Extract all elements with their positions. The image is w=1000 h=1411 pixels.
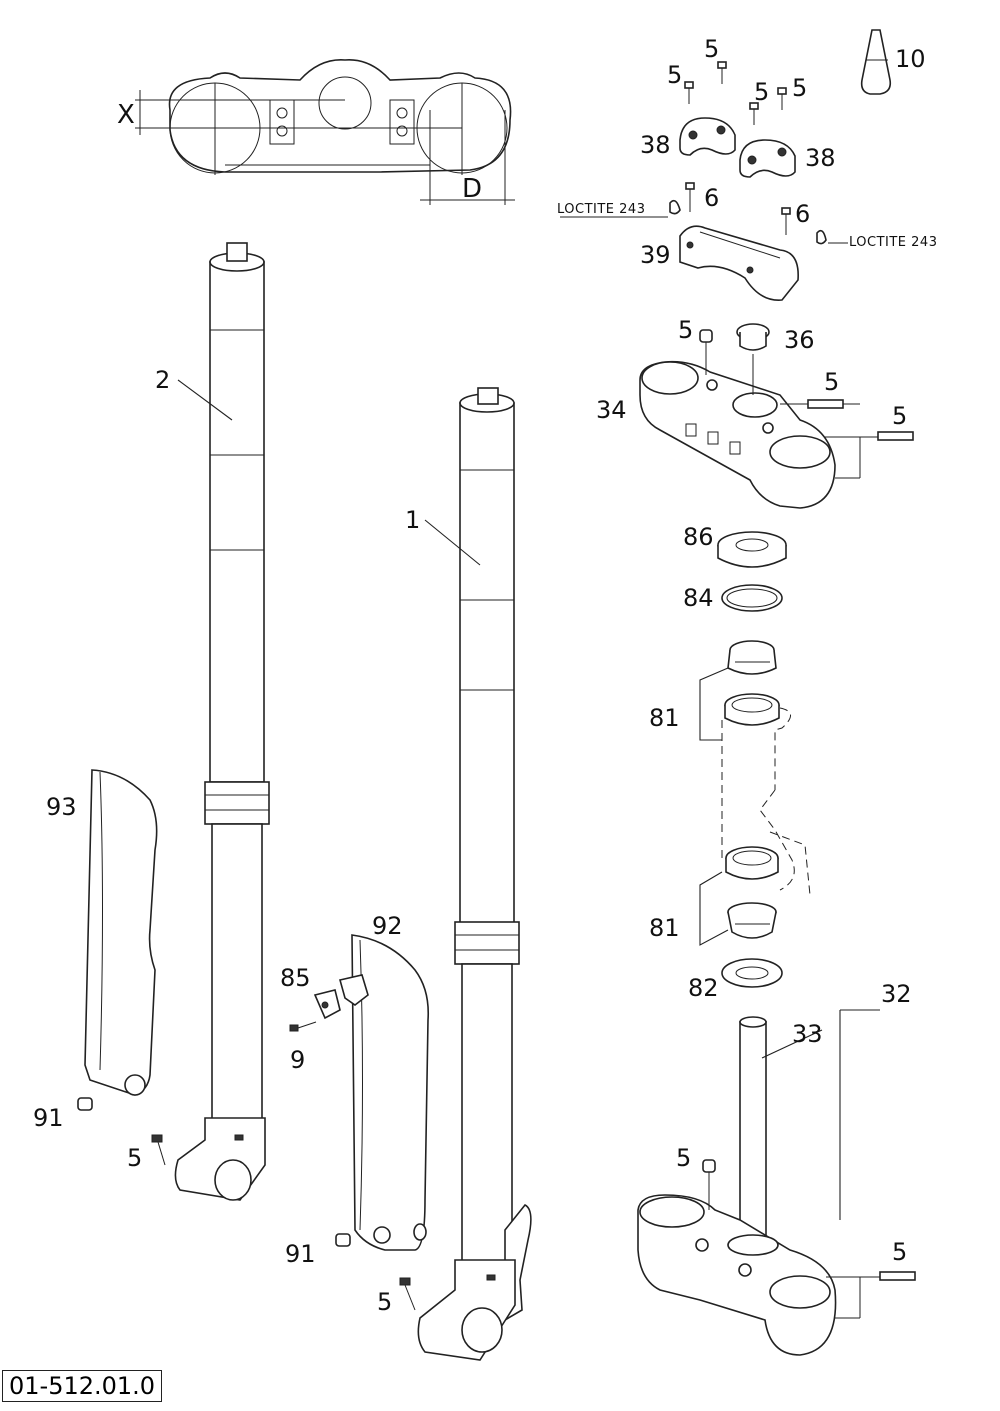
part-label-1: 1 [405,506,421,534]
part-label-2: 2 [155,366,171,394]
lower-seal [721,958,783,988]
bolts-6 [560,182,848,245]
part-label-5-h: 5 [676,1144,692,1172]
upper-triple-clamp [639,323,914,509]
part-label-85: 85 [280,964,311,992]
part-label-5-a: 5 [704,35,720,63]
part-label-6-a: 6 [704,184,720,212]
part-label-91-b: 91 [285,1240,316,1268]
small-hardware [77,1021,416,1311]
part-label-5-j: 5 [127,1144,143,1172]
part-label-33: 33 [792,1020,823,1048]
fork-leg-left [174,242,270,1201]
part-label-32: 32 [881,980,912,1008]
part-label-5-e: 5 [678,316,694,344]
handlebar-clamp-upper [679,117,796,178]
part-label-6-b: 6 [795,200,811,228]
part-label-93: 93 [46,793,77,821]
part-label-5-g: 5 [892,402,908,430]
part-label-81-b: 81 [649,914,680,942]
part-label-39: 39 [640,241,671,269]
part-label-91-a: 91 [33,1104,64,1132]
handlebar-clamp-lower [679,225,799,301]
triple-clamp-dimension-view [135,59,515,205]
part-label-38-b: 38 [805,144,836,172]
dust-seal [717,531,787,568]
part-label-36: 36 [784,326,815,354]
part-label-86: 86 [683,523,714,551]
part-label-5-c: 5 [754,78,770,106]
loctite-label-right: LOCTITE 243 [849,235,938,250]
dimension-d-label: D [462,174,483,204]
steering-tube-phantom [721,707,811,896]
lower-bearing [725,846,779,939]
part-label-82: 82 [688,974,719,1002]
upper-bearing [724,640,780,726]
seal-ring [721,584,783,612]
diagram-code: 01-512.01.0 [2,1370,163,1403]
part-label-5-d: 5 [792,74,808,102]
handlebar-bolts [684,61,787,125]
part-label-38-a: 38 [640,131,671,159]
part-label-84: 84 [683,584,714,612]
part-label-10: 10 [895,45,926,73]
loctite-label-left: LOCTITE 243 [557,202,646,217]
fork-guard-93 [84,769,158,1096]
part-label-5-f: 5 [824,368,840,396]
part-label-81-a: 81 [649,704,680,732]
part-label-9: 9 [290,1046,306,1074]
bearing-leaders [699,667,729,946]
brake-line-clip [313,974,369,1020]
part-label-92: 92 [372,912,403,940]
dimension-x-label: X [117,100,135,130]
part-label-5-k: 5 [377,1288,393,1316]
part-label-34: 34 [596,396,627,424]
loctite-tube [860,29,892,95]
part-label-5-i: 5 [892,1238,908,1266]
lower-triple-clamp [637,1009,916,1356]
part-label-5-b: 5 [667,61,683,89]
fork-leg-right [417,387,532,1361]
leader-lines [177,379,823,1059]
